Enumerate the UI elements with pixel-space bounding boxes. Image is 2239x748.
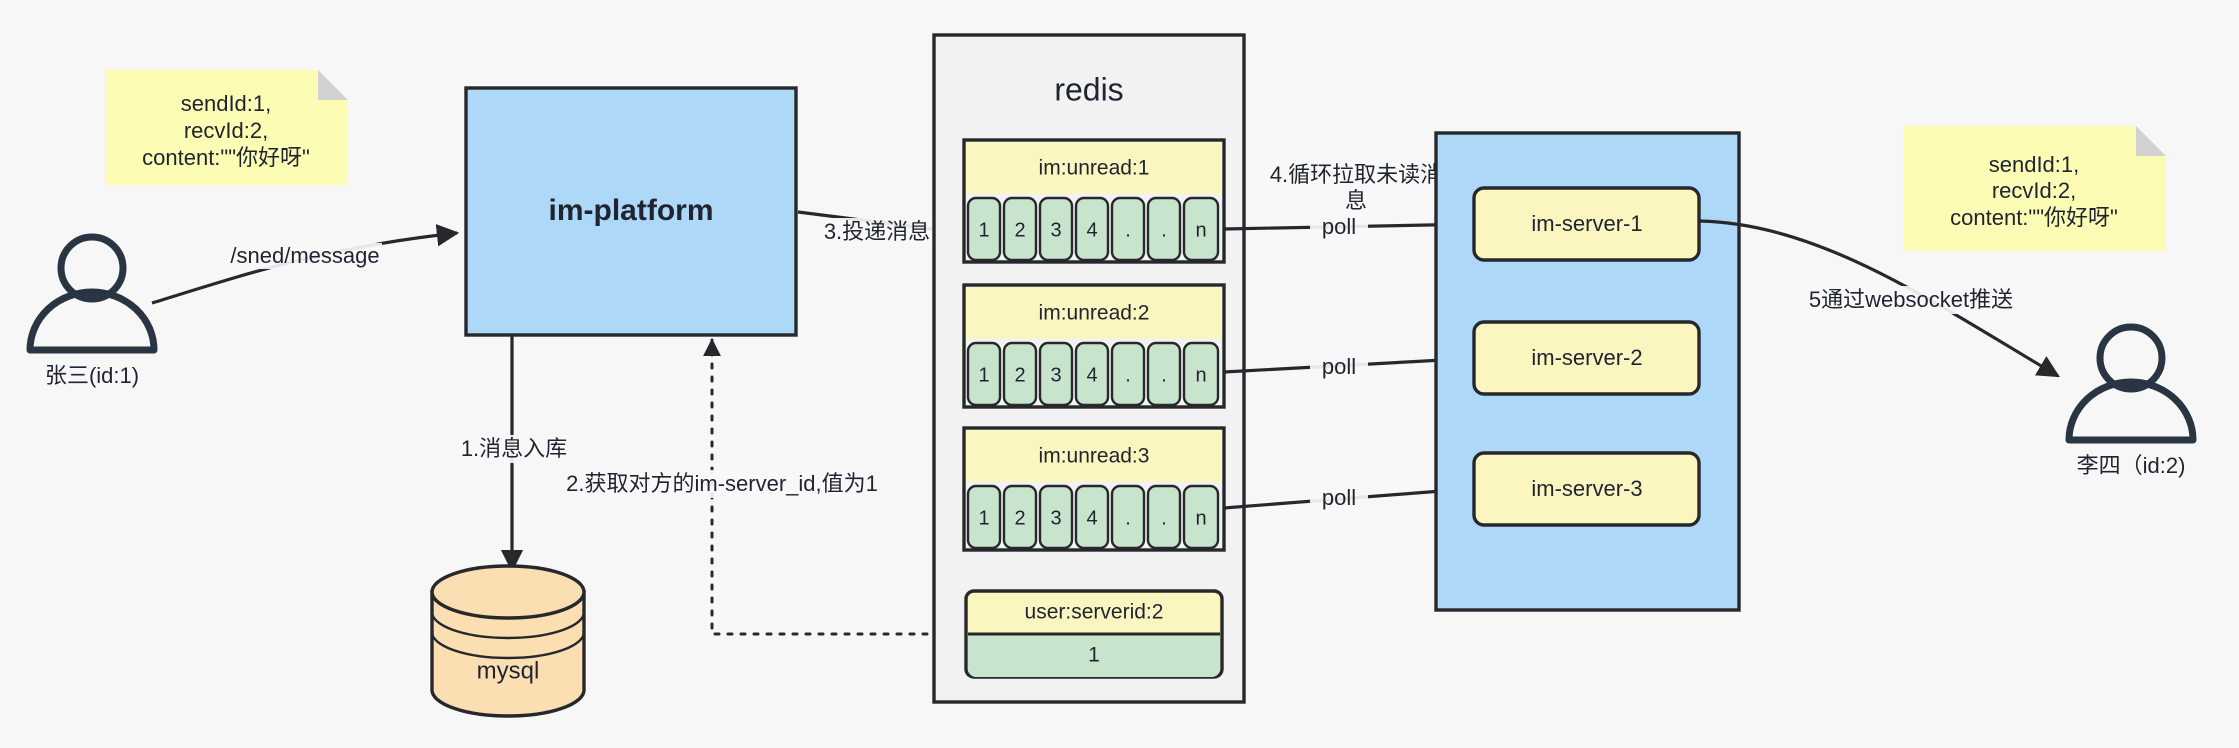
edge-send-message: /sned/message bbox=[151, 224, 460, 305]
redis-cell-2-2: 3 bbox=[1050, 507, 1061, 529]
redis-cell-0-6: n bbox=[1195, 219, 1206, 241]
redis-kv-block[interactable]: user:serverid:2 1 bbox=[964, 589, 1224, 679]
redis-cell-0-0: 1 bbox=[978, 219, 989, 241]
im-server-1-label: im-server-1 bbox=[1531, 211, 1642, 236]
actor-sender: 张三(id:1) bbox=[26, 233, 158, 388]
redis-queue-key-1: im:unread:2 bbox=[1039, 302, 1150, 325]
edge-label-step3: 3.投递消息 bbox=[824, 219, 930, 244]
message-payload-note-left: sendId:1, recvId:2, content:""你好呀" bbox=[105, 70, 348, 185]
redis-cell-2-4: . bbox=[1125, 507, 1131, 529]
edge-label-poll-3: poll bbox=[1322, 485, 1356, 510]
edge-label-send-message: /sned/message bbox=[230, 243, 379, 268]
redis-queue-block-0[interactable]: im:unread:1 1 2 3 4 . . n bbox=[962, 138, 1226, 264]
im-server-2-node[interactable]: im-server-2 bbox=[1472, 320, 1701, 396]
im-server-2-label: im-server-2 bbox=[1531, 345, 1642, 370]
redis-cell-0-3: 4 bbox=[1086, 219, 1097, 241]
actor-sender-label: 张三(id:1) bbox=[45, 363, 139, 388]
edge-label-step1: 1.消息入库 bbox=[461, 436, 567, 461]
redis-cell-2-1: 2 bbox=[1014, 507, 1025, 529]
edge-label-step4-line2: 息 bbox=[1345, 188, 1367, 213]
edge-label-step5: 5通过websocket推送 bbox=[1809, 287, 2013, 312]
redis-queue-cells-1: 1 2 3 4 . . n bbox=[966, 341, 1220, 407]
redis-cell-1-4: . bbox=[1125, 364, 1131, 386]
redis-kv-value: 1 bbox=[1088, 644, 1100, 667]
redis-cell-2-6: n bbox=[1195, 507, 1206, 529]
edge-label-step4-group: 4.循环拉取未读消 息 bbox=[1250, 160, 1462, 216]
edge-label-poll-1: poll bbox=[1322, 214, 1356, 239]
redis-cell-1-3: 4 bbox=[1086, 364, 1097, 386]
im-server-3-node[interactable]: im-server-3 bbox=[1472, 451, 1701, 527]
mysql-label: mysql bbox=[477, 657, 540, 684]
note-left-line-1: sendId:1, bbox=[181, 91, 272, 116]
note-right-line-1: sendId:1, bbox=[1989, 152, 2080, 177]
note-left-line-2: recvId:2, bbox=[184, 118, 268, 143]
actor-receiver-head bbox=[2096, 323, 2166, 393]
im-platform-node[interactable]: im-platform bbox=[464, 86, 798, 337]
edge-step1-mysql: 1.消息入库 bbox=[452, 336, 576, 573]
edge-label-step4-line1: 4.循环拉取未读消 bbox=[1270, 162, 1442, 187]
edge-label-poll-2: poll bbox=[1322, 354, 1356, 379]
actor-receiver-label: 李四（id:2) bbox=[2077, 453, 2186, 478]
im-platform-label: im-platform bbox=[549, 194, 714, 227]
redis-cell-1-6: n bbox=[1195, 364, 1206, 386]
redis-cell-2-5: . bbox=[1161, 507, 1167, 529]
redis-queue-block-2[interactable]: im:unread:3 1 2 3 4 . . n bbox=[962, 426, 1226, 552]
edge-step2-lookup: 2.获取对方的im-server_id,值为1 bbox=[566, 338, 968, 636]
redis-queue-block-1[interactable]: im:unread:2 1 2 3 4 . . n bbox=[962, 283, 1226, 409]
actor-sender-head bbox=[57, 233, 127, 303]
redis-cell-0-2: 3 bbox=[1050, 219, 1061, 241]
redis-queue-key-2: im:unread:3 bbox=[1039, 445, 1150, 468]
redis-cell-0-1: 2 bbox=[1014, 219, 1025, 241]
note-left-line-3: content:""你好呀" bbox=[142, 145, 310, 170]
redis-cell-0-4: . bbox=[1125, 219, 1131, 241]
redis-node: redis im:unread:1 1 2 3 4 bbox=[932, 33, 1246, 704]
im-server-3-label: im-server-3 bbox=[1531, 476, 1642, 501]
actor-receiver: 李四（id:2) bbox=[2065, 323, 2197, 478]
note-right-line-3: content:""你好呀" bbox=[1950, 205, 2118, 230]
redis-kv-key: user:serverid:2 bbox=[1025, 601, 1164, 624]
im-server-1-node[interactable]: im-server-1 bbox=[1472, 186, 1701, 262]
redis-cell-0-5: . bbox=[1161, 219, 1167, 241]
im-server-group: im-server-1 im-server-2 im-server-3 bbox=[1434, 131, 1741, 612]
redis-queue-cells-2: 1 2 3 4 . . n bbox=[966, 484, 1220, 550]
actor-receiver-body bbox=[2065, 378, 2197, 444]
mysql-node[interactable]: mysql bbox=[430, 564, 586, 718]
redis-cell-1-1: 2 bbox=[1014, 364, 1025, 386]
redis-cell-1-2: 3 bbox=[1050, 364, 1061, 386]
edge-step5-websocket: 5通过websocket推送 bbox=[1699, 219, 2060, 378]
redis-queue-key-0: im:unread:1 bbox=[1039, 157, 1150, 180]
redis-cell-1-0: 1 bbox=[978, 364, 989, 386]
edge-label-step2: 2.获取对方的im-server_id,值为1 bbox=[566, 471, 878, 496]
redis-label: redis bbox=[1054, 71, 1123, 107]
redis-cell-1-5: . bbox=[1161, 364, 1167, 386]
note-right-line-2: recvId:2, bbox=[1992, 178, 2076, 203]
actor-sender-body bbox=[26, 288, 158, 354]
redis-cell-2-0: 1 bbox=[978, 507, 989, 529]
redis-cell-2-3: 4 bbox=[1086, 507, 1097, 529]
message-payload-note-right: sendId:1, recvId:2, content:""你好呀" bbox=[1903, 126, 2166, 251]
redis-queue-cells-0: 1 2 3 4 . . n bbox=[966, 196, 1220, 262]
